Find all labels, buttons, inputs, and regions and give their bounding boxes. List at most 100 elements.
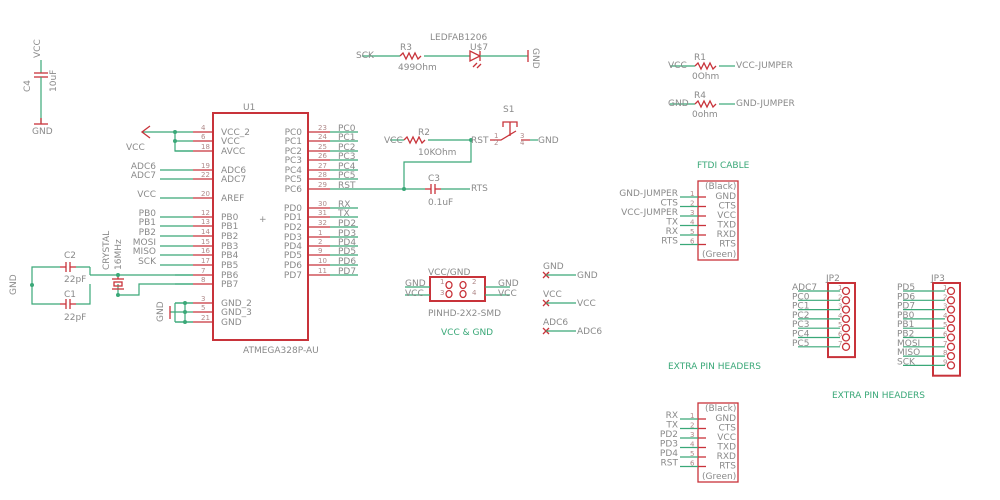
pin-number: 31 [318,209,327,217]
pin-name: ADC6 [221,166,246,176]
pin-pad [841,324,851,333]
pin-number: 2 [838,293,842,301]
pin-name: PB5 [221,261,238,271]
net-label: GND [405,279,426,289]
u1-value: ATMEGA328P-AU [243,346,319,356]
crystal-value: 16MHz [114,239,124,270]
pin-name: RTS [719,240,736,250]
net-label: VCC [577,299,596,309]
pin-number: 2 [943,293,947,301]
connector-label: (Black) [705,182,736,192]
pin-name: PC1 [285,137,302,147]
junction-dot [116,273,120,277]
net-label: PC1 [792,302,809,312]
pinhd-value: PINHD-2X2-SMD [428,309,501,319]
pin-name: RXD [717,452,736,462]
net-label: PC1 [338,133,355,143]
pin-number: 1 [690,412,694,420]
c1-name: C1 [64,290,76,300]
wire [117,283,193,296]
ftdi-caption: FTDI CABLE [697,161,750,171]
jp3-name: JP3 [930,274,945,284]
pin-pad [946,296,956,305]
net-label: PD6 [338,257,356,267]
pin-number: 3 [201,295,205,303]
pin-name: PC6 [285,185,303,195]
net-label: PD7 [897,302,915,312]
pin-name: PB3 [221,242,238,252]
r2-name: R2 [418,128,430,138]
net-label: ADC6 [543,318,568,328]
net-label: PB1 [139,218,156,228]
gnd-label: GND [530,48,540,69]
pin-number: 19 [201,162,210,170]
pin-name: GND [715,414,736,424]
pin-number: 2 [690,200,694,208]
net-label: VCC-JUMPER [736,61,793,71]
pinhd-connector [429,276,486,302]
pin-name: TXD [716,221,736,231]
jp2-name: JP2 [825,274,840,284]
pin-number: 17 [201,257,210,265]
pin-number: 3 [943,303,947,311]
pin-number: 12 [201,209,210,217]
r2-symbol [403,135,426,145]
pin-name: PD3 [284,233,302,243]
net-label: PD7 [338,267,356,277]
pin-name: PB1 [221,222,238,232]
net-label: GND [498,279,519,289]
net-label: PC3 [792,320,809,330]
junction-dot [116,293,120,297]
net-label: TX [337,209,350,219]
pin-number: 26 [318,152,327,160]
wire [358,140,472,190]
pin-number: 8 [201,276,205,284]
pin-number: 7 [838,340,842,348]
pin-name: PB4 [221,251,239,261]
net-label: ADC6 [577,327,602,337]
net-label: PD4 [660,449,678,459]
pin-name: PC0 [285,128,303,138]
junction-dot [173,130,177,134]
net-label: PB2 [897,330,914,340]
net-label: MISO [897,348,920,358]
pin-number: 4 [690,441,695,449]
pin-number: 8 [943,349,947,357]
pin-name: GND [715,192,736,202]
net-label: MISO [133,247,156,257]
wire [502,121,518,136]
pad [459,289,467,299]
net-label: GND [543,262,564,272]
net-label: GND [538,136,559,146]
c3-name: C3 [428,174,440,184]
pin-name: CTS [719,424,737,434]
net-label: PD2 [338,219,356,229]
pin-name: PD0 [284,204,302,214]
pin-name: PC5 [285,175,302,185]
net-label: PD5 [897,283,915,293]
pin-name: PD5 [284,251,302,261]
pin-name: PC3 [285,156,302,166]
wire [170,302,193,323]
net-label: VCC [384,136,403,146]
pin-number: 23 [318,124,327,132]
jumper-name: R4 [694,91,706,101]
pin-name: RTS [719,462,736,472]
pin-name: VCC [717,433,736,443]
pin-name: PB6 [221,271,239,281]
c1-value: 22pF [64,313,86,323]
pin-number: 11 [318,267,327,275]
pin-name: PC2 [285,147,302,157]
switch-symbol [490,130,530,141]
pin-number: 18 [201,143,210,151]
pin-pad [841,342,851,351]
pin-number: 28 [318,171,327,179]
pin-number: 1 [943,284,947,292]
pin-number: 6 [838,331,843,339]
pin-number: 5 [690,228,694,236]
pin-number: 20 [201,190,210,198]
pin-number: 5 [690,450,694,458]
pin-number: 2 [318,238,322,246]
net-label: GND [577,271,598,281]
